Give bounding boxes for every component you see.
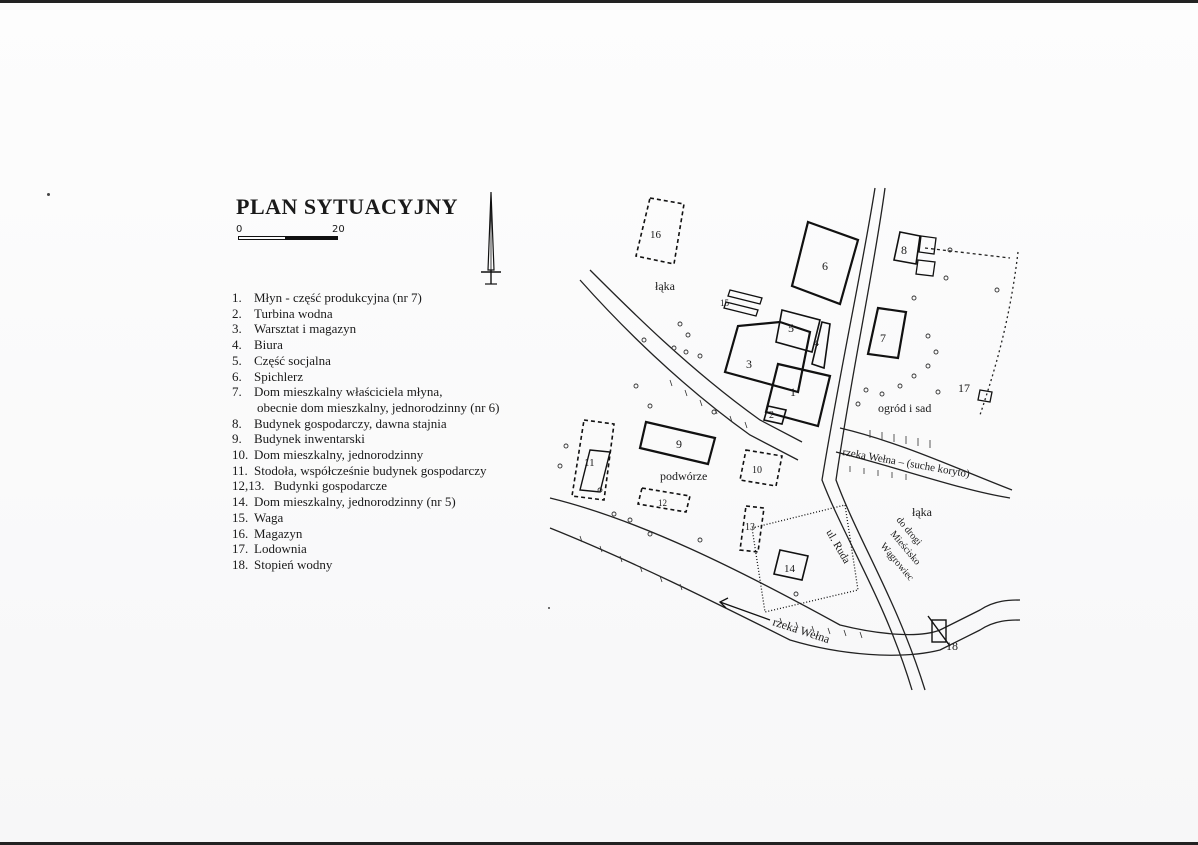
legend-item: 10.Dom mieszkalny, jednorodzinny [232,447,424,463]
map-label-14: 14 [784,563,796,575]
map-label-4: 4 [814,338,819,349]
building-5 [775,309,821,353]
scale-start-label: 0 [236,224,243,235]
plan-title: PLAN SYTUACYJNY [236,194,459,219]
bank-hatching [579,379,931,639]
legend-item-continuation: obecnie dom mieszkalny, jednorodzinny (n… [257,399,500,415]
scale-bar: 0 20 [236,224,346,246]
legend-item: 1.Młyn - część produkcyjna (nr 7) [232,290,422,305]
dry-channel-upper [839,427,1013,491]
map-label-6: 6 [822,259,828,273]
building-7 [866,306,908,360]
riverbank-upper [589,269,803,443]
weir-18 [927,615,951,647]
legend-item: 8.Budynek gospodarczy, dawna stajnia [232,415,447,431]
legend-item: 3.Warsztat i magazyn [232,321,357,337]
river-welna-lower [549,527,1021,656]
map-label-17: 17 [958,381,970,395]
building-9 [638,420,717,466]
garden-dots [557,247,1000,597]
annex-8b [915,259,936,277]
legend-item: 15.Waga [232,509,284,525]
legend-item: 2.Turbina wodna [232,305,333,321]
map-label-9: 9 [676,437,682,451]
map-label-10: 10 [752,465,762,476]
riverbank-upper-inner [579,279,799,461]
label-rzeka-welna: rzeka Wełna [771,615,832,647]
legend-item: 12,13.Budynki gospodarcze [232,478,388,494]
fence-top [924,247,1011,259]
building-12 [637,487,691,513]
map-label-13: 13 [745,522,755,533]
road-edge-right [835,187,926,691]
site-plan-map: 6 3 5 4 1 2 7 8 9 10 11 12 13 14 15 16 1… [549,187,1021,691]
map-label-3: 3 [746,357,752,371]
legend-item: 6.Spichlerz [232,368,304,384]
building-11-outline [571,419,615,501]
scan-edge-top [0,0,1198,3]
building-10 [739,449,783,487]
building-8 [893,231,921,265]
building-17 [977,389,993,403]
building-16 [635,197,685,265]
legend-list: 1.Młyn - część produkcyjna (nr 7) 2.Turb… [232,290,499,573]
map-label-11: 11 [584,457,595,469]
label-laka-right: łąka [912,505,933,519]
building-14 [773,549,809,581]
building-15b [723,301,759,317]
map-label-12: 12 [658,498,667,508]
label-ogrod-i-sad: ogród i sad [878,401,931,415]
map-label-2: 2 [769,410,774,421]
building-15a [727,289,763,305]
legend-item: 16.Magazyn [232,525,303,541]
map-label-7: 7 [880,331,886,345]
plot-14 [751,504,859,613]
building-4 [811,321,831,370]
map-label-15: 15 [720,298,730,308]
label-podworze: podwórze [660,469,707,483]
north-arrow-icon [481,191,501,285]
legend-item: 9.Budynek inwentarski [232,431,365,447]
map-label-8: 8 [901,243,907,257]
fence-17 [979,251,1019,416]
label-ul-ruda: ul. Ruda [823,528,852,566]
building-1 [764,362,832,428]
map-label-16: 16 [650,229,662,241]
river-welna-upper [549,497,1021,636]
building-6 [790,220,860,306]
legend-item: 5.Część socjalna [232,352,331,368]
scan-edge-bottom [0,842,1198,845]
scan-speck [47,193,50,196]
map-label-18: 18 [946,639,958,653]
annex-8a [918,235,937,255]
building-3 [723,320,812,394]
legend-item: 4.Biura [232,337,283,353]
legend-item: 11.Stodoła, współcześnie budynek gospoda… [232,462,487,478]
scale-end-label: 20 [332,224,345,235]
building-2 [762,405,788,425]
scale-bar-graphic [238,236,338,240]
map-label-5: 5 [788,321,794,335]
scan-speck [548,607,550,609]
label-laka-top: łąka [655,279,676,293]
river-flow-arrow-icon [718,597,771,621]
legend-item: 17.Lodownia [232,541,307,557]
legend-item: 14.Dom mieszkalny, jednorodzinny (nr 5) [232,494,456,510]
road-edge-left [821,187,913,691]
map-label-1: 1 [790,385,796,399]
legend-item: 7.Dom mieszkalny właściciela młyna, [232,384,443,400]
legend-item: 18.Stopień wodny [232,556,333,572]
dry-channel-lower [835,451,1011,499]
